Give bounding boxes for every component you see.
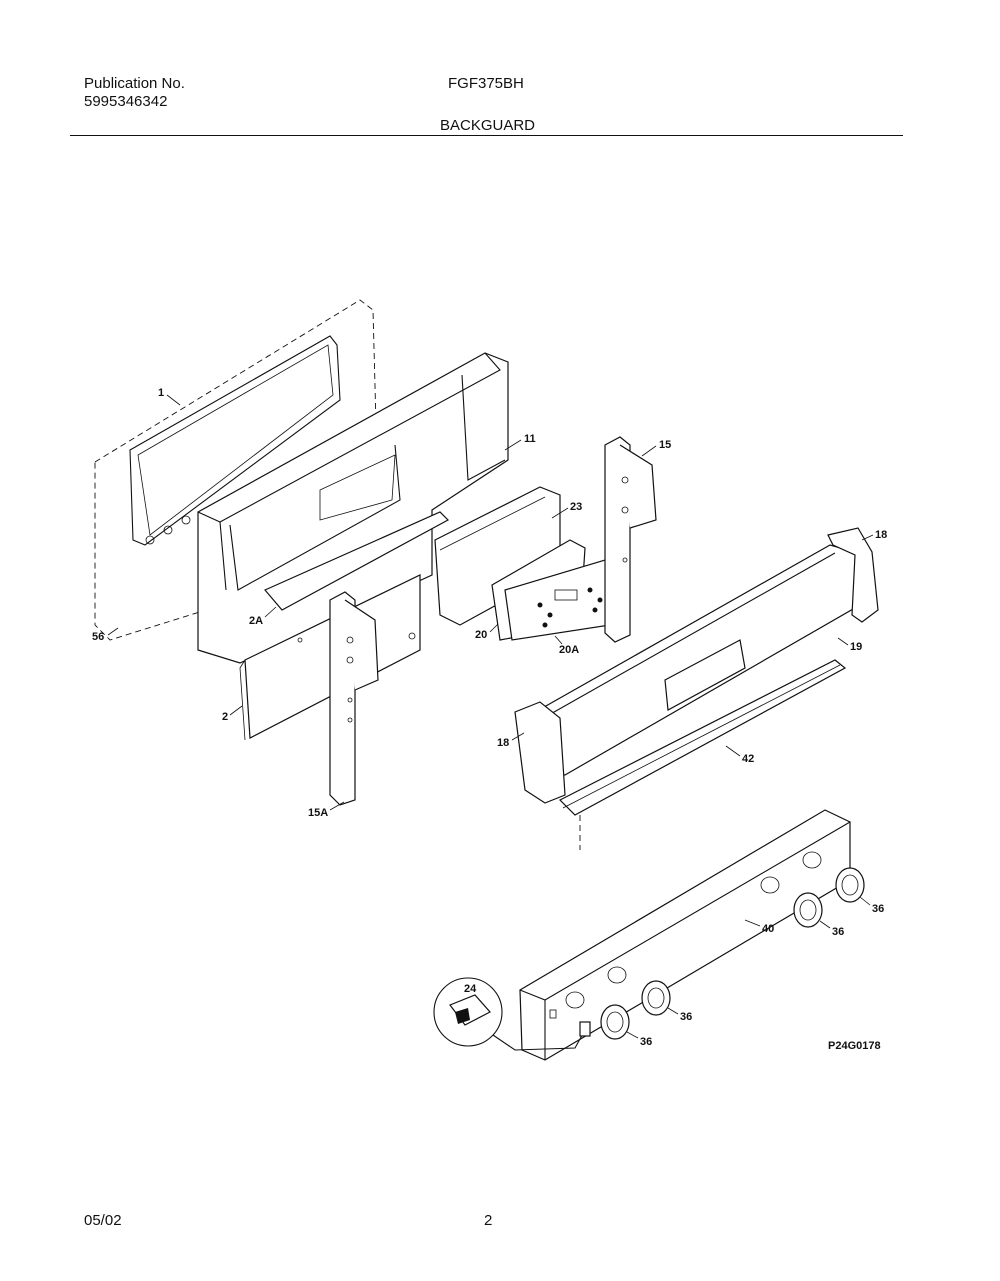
callout-20: 20: [475, 629, 487, 641]
publication-label: Publication No.: [84, 75, 185, 92]
part-19-front-panel: [529, 544, 861, 776]
callout-19: 19: [850, 641, 862, 653]
leader-lines: [107, 394, 874, 1039]
callout-36-b: 36: [832, 926, 844, 938]
callout-42: 42: [742, 753, 754, 765]
part-24-switch-detail: [433, 977, 591, 1051]
callout-15A: 15A: [308, 807, 328, 819]
callout-15: 15: [659, 439, 671, 451]
model-number: FGF375BH: [448, 75, 524, 92]
callout-20A: 20A: [559, 644, 579, 656]
part-18-left-end-cap: [514, 701, 566, 804]
callout-2A: 2A: [249, 615, 263, 627]
callout-56: 56: [92, 631, 104, 643]
callout-36-d: 36: [640, 1036, 652, 1048]
callout-36-a: 36: [872, 903, 884, 915]
part-1-rear-panel: [94, 299, 379, 641]
callout-18-right: 18: [875, 529, 887, 541]
callout-labels: 1 11 15 23 18 2A 56 20 20A 19 2 18 42 15…: [92, 387, 887, 1052]
publication-number: 5995346342: [84, 93, 168, 110]
part-36-knob-d: [600, 1004, 630, 1040]
part-15A-left-bracket: [329, 591, 379, 806]
callout-1: 1: [158, 387, 164, 399]
callout-2: 2: [222, 711, 228, 723]
section-title: BACKGUARD: [440, 117, 536, 134]
part-15-right-bracket: [604, 436, 657, 643]
part-36-knob-b: [793, 892, 823, 928]
callout-24: 24: [464, 983, 477, 995]
part-18-right-end-cap: [827, 527, 879, 623]
header-rule: [70, 135, 903, 136]
part-36-knob-c: [641, 980, 671, 1016]
footer-date: 05/02: [84, 1212, 122, 1229]
part-36-knob-a: [835, 867, 865, 903]
part-42-trim-strip: [558, 659, 847, 850]
callout-36-c: 36: [680, 1011, 692, 1023]
callout-40: 40: [762, 923, 774, 935]
callout-23: 23: [570, 501, 582, 513]
figure-id: P24G0178: [828, 1040, 881, 1052]
callout-18-left: 18: [497, 737, 509, 749]
part-2A-bracket: [264, 511, 449, 611]
callout-11: 11: [524, 433, 536, 445]
page-number: 2: [484, 1212, 493, 1229]
